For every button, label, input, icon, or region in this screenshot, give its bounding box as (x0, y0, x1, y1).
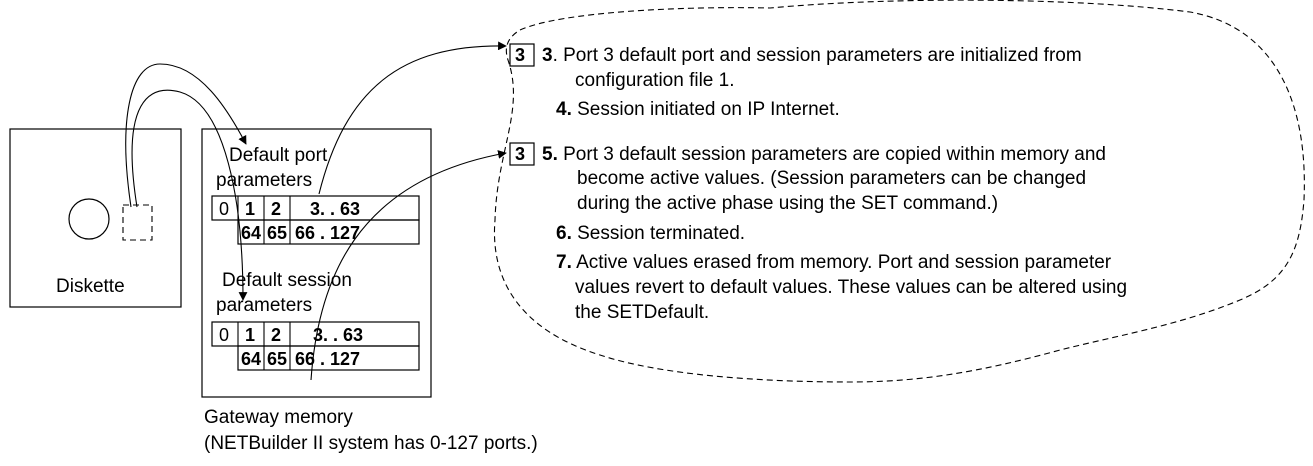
arrow-diskette-to-port-params (125, 63, 247, 208)
session-cell: 1 (245, 325, 255, 345)
step-7-cont2: the SETDefault. (575, 302, 709, 323)
session-cell: 64 (241, 349, 261, 369)
steps: 3 3. Port 3 default port and session par… (509, 43, 1127, 323)
diskette-slot (122, 204, 153, 241)
step-badge-label: 3 (515, 144, 525, 164)
port-cell: 64 (241, 223, 261, 243)
arrow-port-params-to-step3 (318, 41, 507, 195)
session-cell: 0 (219, 325, 229, 345)
port-cell: 1 (245, 199, 255, 219)
step-badge (509, 43, 535, 67)
arrow-diskette-to-session-params (131, 89, 248, 301)
diskette-label: Diskette (56, 276, 125, 297)
step-5-cont2: during the active phase using the SET co… (577, 193, 998, 214)
step-badge (509, 142, 535, 166)
port-cell: 65 (267, 223, 287, 243)
diskette: Diskette (9, 128, 182, 308)
session-cell: 66 . 127 (295, 349, 360, 369)
step-5: 5. Port 3 default session parameters are… (542, 144, 1106, 165)
arrow-session-params-to-step5 (310, 150, 507, 381)
step-3-cont: configuration file 1. (575, 70, 735, 91)
steps-cloud (493, 0, 1305, 383)
session-cell: 2 (271, 325, 281, 345)
gateway-memory-caption-line1: Gateway memory (204, 407, 353, 428)
diskette-outline (9, 128, 182, 308)
session-params-label-line2: parameters (216, 295, 312, 316)
session-params-label-line1: Default session (222, 270, 352, 291)
step-6: 6. Session terminated. (556, 223, 745, 244)
port-params-label-line1: Default port (229, 145, 328, 166)
session-cell: 3. . 63 (313, 325, 363, 345)
port-cell: 66 . 127 (295, 223, 360, 243)
port-cell: 2 (271, 199, 281, 219)
step-4: 4. Session initiated on IP Internet. (556, 99, 840, 120)
session-cell: 65 (267, 349, 287, 369)
step-3: 3. Port 3 default port and session param… (542, 45, 1082, 66)
port-params-label-line2: parameters (216, 170, 312, 191)
session-params-table: 0 1 2 3. . 63 64 65 66 . 127 (211, 321, 420, 371)
port-cell: 0 (219, 199, 229, 219)
step-7-cont1: values revert to default values. These v… (575, 277, 1127, 298)
step-7: 7. Active values erased from memory. Por… (556, 252, 1112, 273)
gateway-memory-caption-line2: (NETBuilder II system has 0-127 ports.) (204, 433, 538, 454)
gateway-memory: Default port parameters 0 1 2 3. . 63 64… (201, 128, 538, 454)
step-5-cont1: become active values. (Session parameter… (577, 168, 1086, 189)
diskette-hub (68, 198, 110, 240)
gateway-memory-outline (201, 128, 432, 398)
step-badge-label: 3 (515, 45, 525, 65)
port-cell: 3. . 63 (310, 199, 360, 219)
port-params-table: 0 1 2 3. . 63 64 65 66 . 127 (211, 195, 420, 245)
